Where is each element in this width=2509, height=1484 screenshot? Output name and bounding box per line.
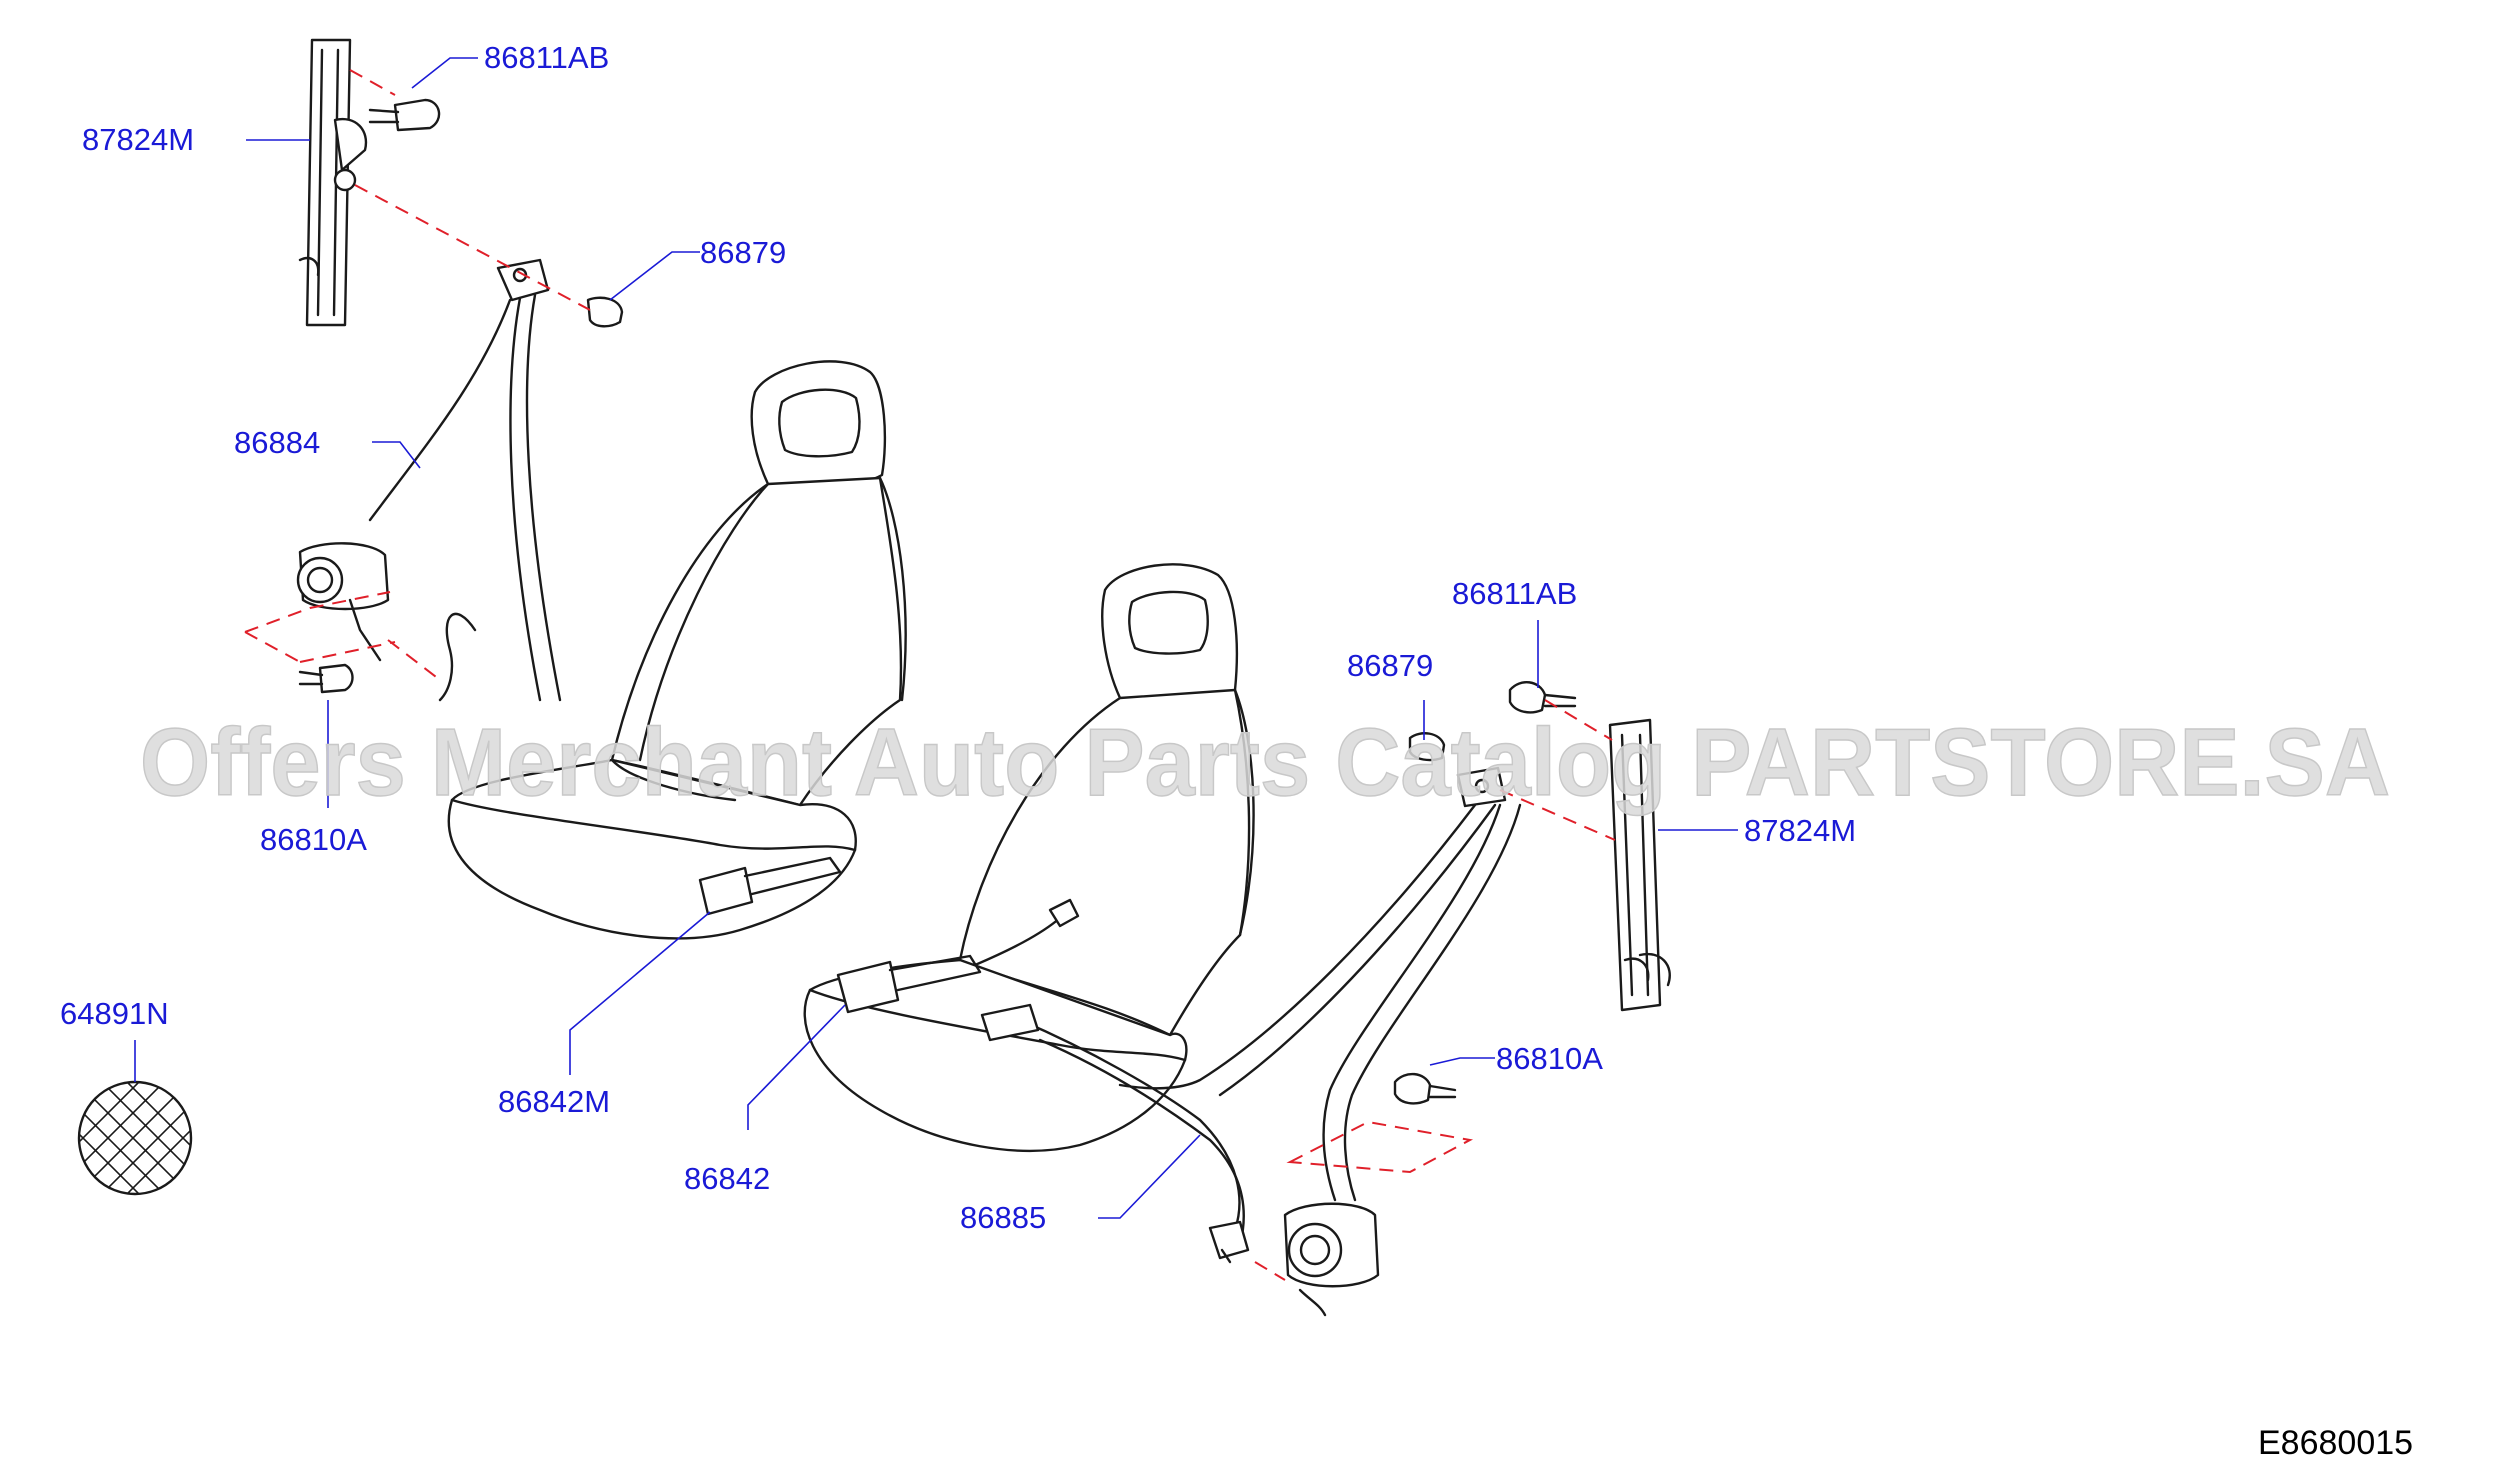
right-seat xyxy=(803,563,1255,1152)
diagram-code: E8680015 xyxy=(2258,1424,2413,1462)
left-seat xyxy=(447,360,907,940)
callout-86842: 86842 xyxy=(684,1161,770,1196)
callout-86810a-left: 86810A xyxy=(260,822,367,857)
callout-86811ab-top: 86811AB xyxy=(484,40,609,75)
right-belt-assembly xyxy=(980,681,1671,1317)
callout-labels: 86811AB 87824M 86879 86884 86810A 64891N… xyxy=(60,40,1856,1235)
hatched-circle-symbol xyxy=(77,1080,193,1196)
callout-86879-right: 86879 xyxy=(1347,648,1433,683)
callout-64891n: 64891N xyxy=(60,996,169,1031)
callout-86885: 86885 xyxy=(960,1200,1046,1235)
callout-87824m-right: 87824M xyxy=(1744,813,1856,848)
callout-86811ab-right: 86811AB xyxy=(1452,576,1577,611)
callout-86879-top: 86879 xyxy=(700,235,786,270)
watermark-text: Offers Merchant Auto Parts Catalog PARTS… xyxy=(140,709,2390,816)
left-belt-assembly xyxy=(296,38,624,702)
leader-lines xyxy=(134,57,1738,1219)
assembly-lines xyxy=(244,69,1616,1281)
callout-87824m-left: 87824M xyxy=(82,122,194,157)
callout-86842m: 86842M xyxy=(498,1084,610,1119)
callout-86810a-right: 86810A xyxy=(1496,1041,1603,1076)
callout-86884: 86884 xyxy=(234,425,320,460)
